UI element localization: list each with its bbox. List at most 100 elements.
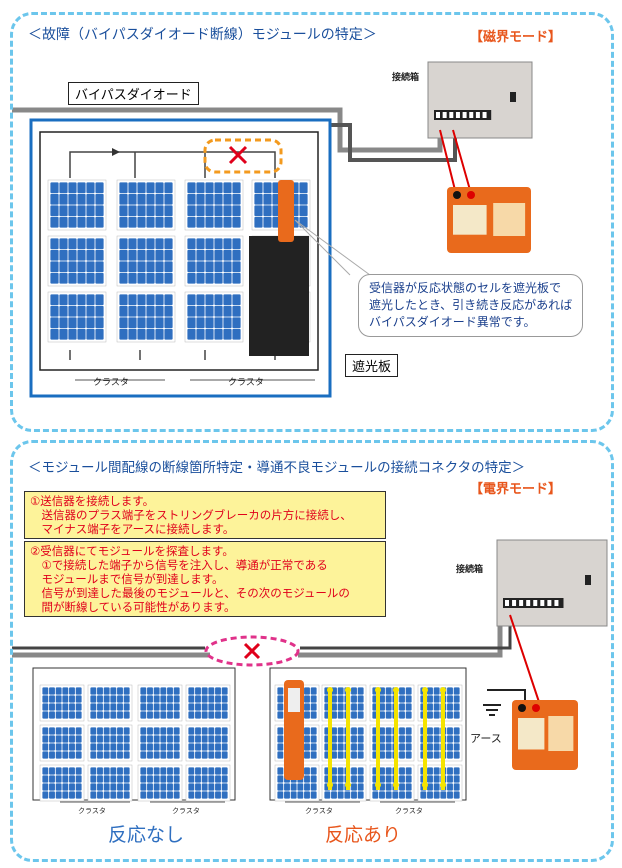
solar-cell bbox=[50, 238, 59, 250]
solar-cell bbox=[215, 775, 221, 783]
solar-cell bbox=[399, 687, 405, 695]
solar-cell bbox=[55, 775, 62, 783]
solar-cell bbox=[385, 695, 392, 703]
solar-cell bbox=[195, 743, 201, 751]
solar-cell bbox=[173, 775, 180, 783]
solar-cell bbox=[447, 775, 453, 783]
solar-cell bbox=[205, 305, 214, 317]
solar-cell bbox=[147, 775, 153, 783]
solar-cell bbox=[117, 791, 123, 799]
solar-cell bbox=[95, 193, 104, 205]
solar-cell bbox=[208, 751, 215, 759]
solar-cell bbox=[399, 695, 405, 703]
solar-cell bbox=[299, 182, 308, 194]
solar-cell bbox=[447, 783, 453, 791]
step1-box: ①送信器を接続します。 送信器のプラス端子をストリングブレーカの片方に接続し、 … bbox=[24, 491, 386, 539]
solar-cell bbox=[223, 193, 232, 205]
solar-cell bbox=[55, 767, 62, 775]
solar-cell bbox=[55, 783, 62, 791]
solar-cell bbox=[221, 687, 228, 695]
solar-cell bbox=[405, 727, 412, 735]
solar-cell bbox=[155, 272, 164, 284]
solar-cell bbox=[153, 727, 160, 735]
solar-cell bbox=[357, 703, 364, 711]
solar-cell bbox=[147, 767, 153, 775]
solar-cell bbox=[277, 711, 284, 719]
solar-cell bbox=[433, 767, 440, 775]
solar-cell bbox=[90, 695, 97, 703]
solar-cell bbox=[90, 783, 97, 791]
solar-cell bbox=[232, 294, 241, 306]
solar-cell bbox=[277, 783, 284, 791]
solar-cell bbox=[75, 767, 82, 775]
solar-cell bbox=[103, 767, 110, 775]
solar-cell bbox=[77, 193, 86, 205]
solar-cell bbox=[187, 182, 196, 194]
transmitter-display bbox=[518, 718, 545, 750]
solar-cell bbox=[42, 687, 49, 695]
solar-cell bbox=[405, 711, 412, 719]
solar-cell bbox=[95, 182, 104, 194]
solar-cell bbox=[137, 328, 146, 340]
solar-cell bbox=[223, 205, 232, 217]
solar-cell bbox=[55, 727, 62, 735]
solar-cell bbox=[62, 743, 69, 751]
solar-cell bbox=[173, 687, 180, 695]
solar-cell bbox=[427, 711, 433, 719]
solar-cell bbox=[167, 727, 173, 735]
solar-cell bbox=[223, 294, 232, 306]
solar-cell bbox=[146, 328, 155, 340]
solar-cell bbox=[146, 317, 155, 329]
solar-cell bbox=[77, 182, 86, 194]
terminal bbox=[540, 600, 545, 606]
solar-cell bbox=[433, 711, 440, 719]
solar-cell bbox=[123, 735, 130, 743]
solar-cell bbox=[447, 791, 453, 799]
solar-cell bbox=[357, 711, 364, 719]
solar-cell bbox=[188, 703, 195, 711]
solar-cell bbox=[385, 687, 392, 695]
terminal bbox=[512, 600, 517, 606]
solar-cell bbox=[68, 193, 77, 205]
solar-cell bbox=[164, 317, 173, 329]
solar-cell bbox=[405, 743, 412, 751]
solar-cell bbox=[119, 182, 128, 194]
solar-cell bbox=[357, 695, 364, 703]
solar-cell bbox=[49, 727, 55, 735]
solar-cell bbox=[214, 249, 223, 261]
solar-cell bbox=[188, 727, 195, 735]
solar-cell bbox=[49, 687, 55, 695]
solar-cell bbox=[195, 687, 201, 695]
solar-cell bbox=[173, 751, 180, 759]
solar-cell bbox=[310, 751, 317, 759]
solar-cell bbox=[337, 751, 344, 759]
solar-cell bbox=[42, 783, 49, 791]
solar-cell bbox=[447, 703, 453, 711]
solar-cell bbox=[42, 767, 49, 775]
solar-cell bbox=[263, 193, 272, 205]
solar-cell bbox=[137, 182, 146, 194]
solar-cell bbox=[357, 735, 364, 743]
terminal bbox=[475, 112, 480, 118]
solar-cell bbox=[399, 767, 405, 775]
solar-cell bbox=[214, 205, 223, 217]
solar-cell bbox=[97, 711, 103, 719]
solar-cell bbox=[164, 216, 173, 228]
solar-cell bbox=[119, 205, 128, 217]
solar-cell bbox=[103, 775, 110, 783]
solar-cell bbox=[221, 727, 228, 735]
signal-dot bbox=[375, 782, 381, 788]
solar-cell bbox=[331, 711, 337, 719]
solar-cell bbox=[62, 767, 69, 775]
solar-cell bbox=[187, 261, 196, 273]
solar-cell bbox=[223, 272, 232, 284]
solar-cell bbox=[215, 791, 221, 799]
solar-cell bbox=[128, 238, 137, 250]
solar-cell bbox=[223, 317, 232, 329]
solar-cell bbox=[128, 249, 137, 261]
solar-cell bbox=[42, 703, 49, 711]
solar-cell bbox=[62, 735, 69, 743]
solar-cell bbox=[90, 703, 97, 711]
solar-cell bbox=[86, 249, 95, 261]
